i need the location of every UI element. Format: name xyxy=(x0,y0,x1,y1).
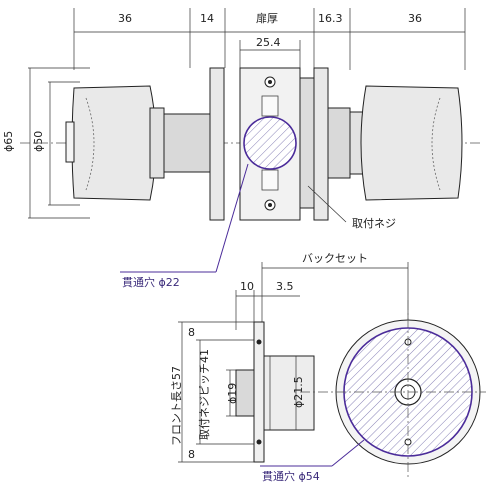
mount-screw-label: 取付ネジ xyxy=(352,217,396,230)
dim-latch: 25.4 xyxy=(256,36,281,49)
backset-label: バックセット xyxy=(302,252,368,265)
dim-phi-50: ϕ50 xyxy=(32,131,45,152)
right-rose xyxy=(313,67,329,221)
dim-right-rose: 16.3 xyxy=(318,12,343,25)
through-hole-22 xyxy=(244,117,296,169)
through-hole-54-label: 貫通穴 ϕ54 xyxy=(262,469,320,483)
dim-left-knob: 36 xyxy=(118,12,132,25)
dim-3-5: 3.5 xyxy=(276,280,294,293)
top-view: 36 14 扉厚 16.3 36 25.4 ϕ65 ϕ50 xyxy=(2,8,480,289)
latch-bolt xyxy=(235,369,255,417)
left-spindle xyxy=(163,113,211,173)
dim-8-bottom: 8 xyxy=(188,448,195,461)
latch-housing xyxy=(263,355,315,431)
right-knob xyxy=(360,85,463,201)
through-hole-22-label: 貫通穴 ϕ22 xyxy=(122,275,180,289)
dim-rose-left: 14 xyxy=(200,12,214,25)
left-knob xyxy=(71,85,157,201)
dim-phi-21-5: ϕ21.5 xyxy=(292,376,305,408)
mount-pitch-label: 取付ネジピッチ41 xyxy=(198,349,211,440)
left-rose xyxy=(209,67,225,221)
dim-8-top: 8 xyxy=(188,326,195,339)
dim-phi-65: ϕ65 xyxy=(2,131,15,152)
dim-10: 10 xyxy=(240,280,254,293)
right-spindle xyxy=(327,107,351,179)
front-length-label: フロント長さ57 xyxy=(170,366,183,446)
dim-right-knob: 36 xyxy=(408,12,422,25)
bottom-view: バックセット 10 3.5 8 8 フロント長さ57 取付ネジピッチ41 ϕ19 xyxy=(170,252,486,483)
door-thickness-label: 扉厚 xyxy=(256,12,278,25)
